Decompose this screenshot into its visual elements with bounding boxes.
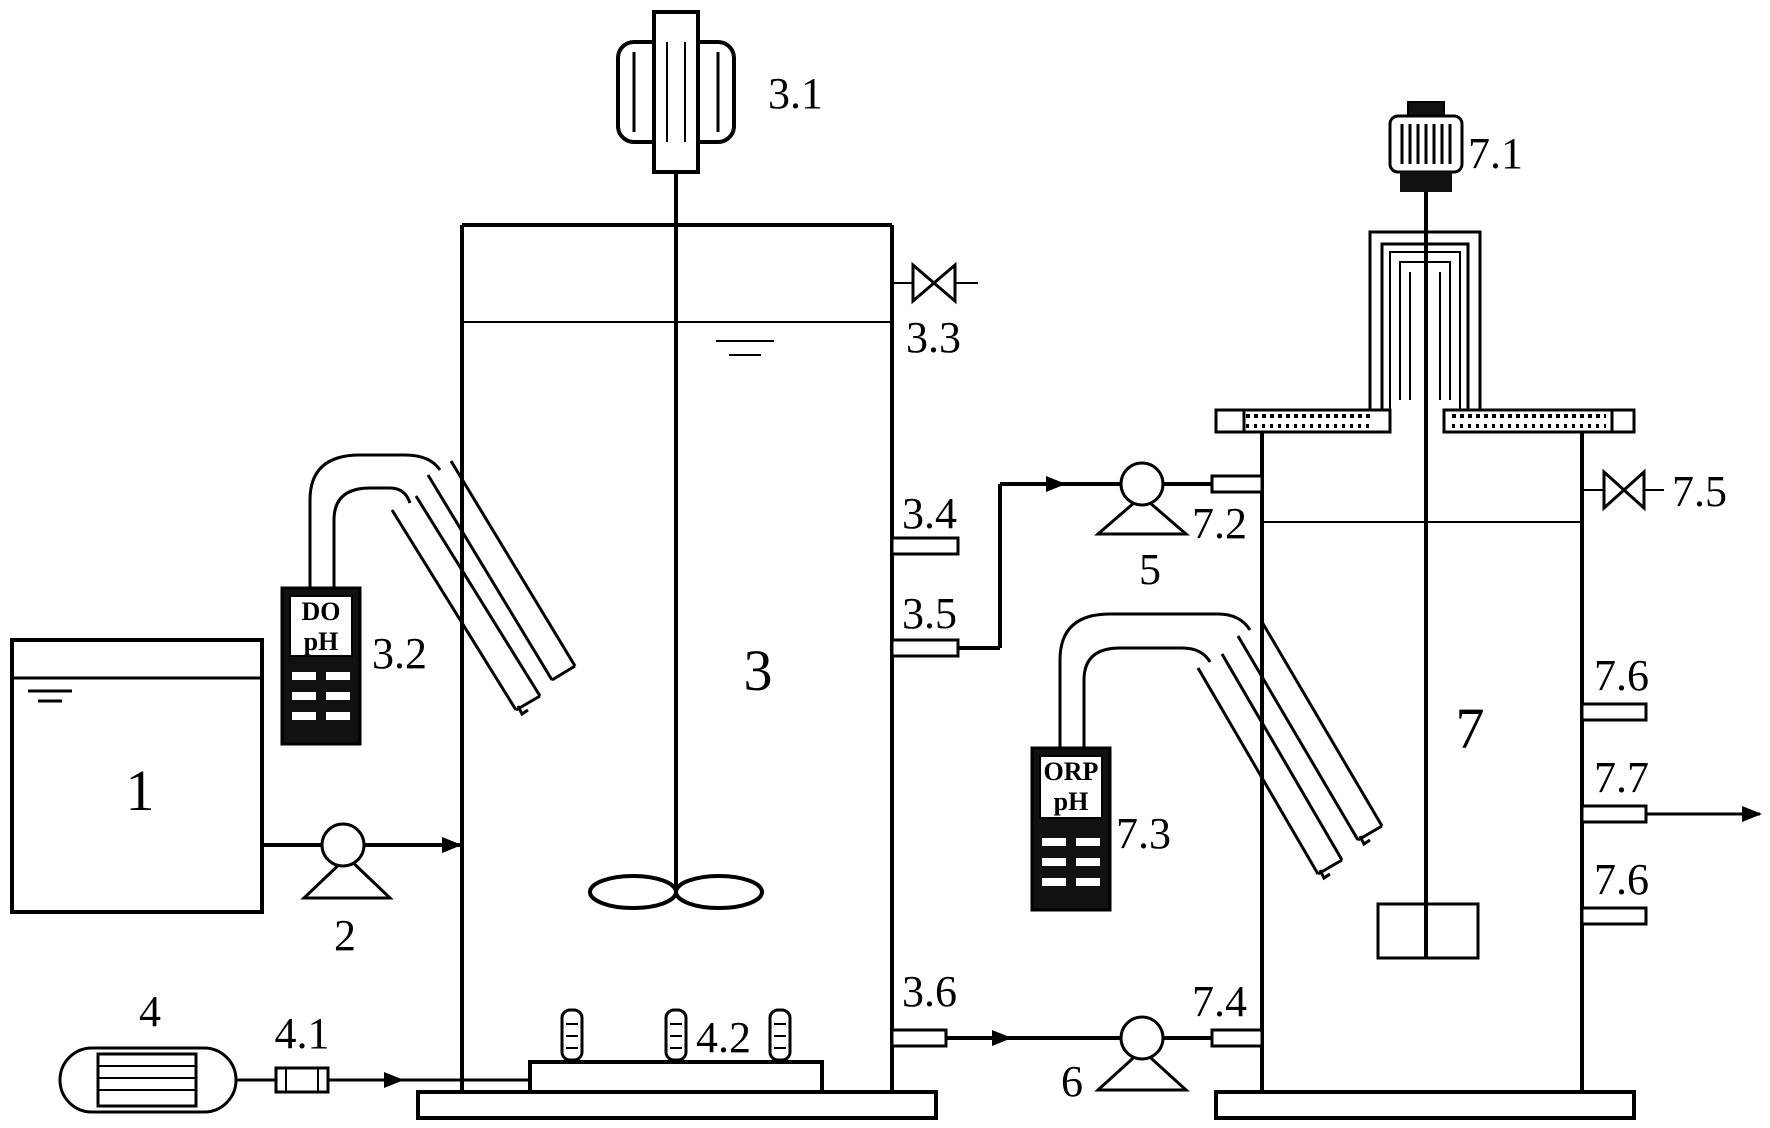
- port-7-7-label: 7.7: [1594, 753, 1649, 802]
- port-3-6: 3.6: [890, 967, 957, 1048]
- port-7-6-lower: 7.6: [1580, 855, 1649, 926]
- ph-meter-line2: pH: [304, 627, 339, 656]
- port-3-4-label: 3.4: [902, 489, 957, 538]
- valve-7-5: 7.5: [1582, 467, 1727, 516]
- inlet-7-4-label: 7.4: [1192, 977, 1247, 1026]
- do-meter-line1: DO: [302, 597, 341, 626]
- pump-2: 2: [300, 822, 394, 960]
- motor-7-1-label: 7.1: [1468, 129, 1523, 178]
- motor-3-1-label: 3.1: [768, 69, 823, 118]
- impeller-3: [588, 874, 764, 910]
- blower-4-label: 4: [139, 987, 161, 1036]
- port-7-7: 7.7: [1580, 753, 1762, 824]
- inlet-7-2: 7.2: [1192, 474, 1264, 548]
- inlet-7-4: 7.4: [1192, 977, 1264, 1048]
- do-ph-meter-3-2: DO pH 3.2: [280, 586, 427, 746]
- pump-2-label: 2: [334, 911, 356, 960]
- inlet-7-2-label: 7.2: [1192, 499, 1247, 548]
- pump-5-label: 5: [1139, 545, 1161, 594]
- orp-meter-line1: ORP: [1044, 757, 1099, 786]
- flowmeter-4-1-label: 4.1: [275, 1009, 330, 1058]
- pump-6-label: 6: [1061, 1057, 1083, 1106]
- reactor-7-label: 7: [1456, 696, 1485, 761]
- port-3-6-label: 3.6: [902, 967, 957, 1016]
- port-3-4: 3.4: [890, 489, 960, 556]
- diffuser-4-2-label: 4.2: [696, 1013, 751, 1062]
- port-7-6-upper: 7.6: [1580, 651, 1649, 722]
- paddle-7: [1376, 902, 1480, 960]
- port-3-5: 3.5: [890, 589, 960, 658]
- reactor-7: 7: [1214, 432, 1636, 1120]
- meter-3-2-label: 3.2: [372, 629, 427, 678]
- reactor-3-label: 3: [744, 638, 773, 703]
- port-7-6-upper-label: 7.6: [1594, 651, 1649, 700]
- orp-ph-meter-7-3: ORP pH 7.3: [1030, 746, 1171, 912]
- stirrer-motor-3-1: 3.1: [616, 10, 823, 174]
- diffuser-4-2: 4.2: [528, 1008, 824, 1094]
- valve-3-3: 3.3: [892, 261, 978, 362]
- orp-ph-probe-cables: [1058, 612, 1252, 748]
- port-3-5-label: 3.5: [902, 589, 957, 638]
- pump-5: 5: [1093, 461, 1191, 594]
- do-ph-probe-cables: [308, 453, 442, 588]
- do-probe: [426, 460, 577, 682]
- valve-3-3-label: 3.3: [906, 313, 961, 362]
- air-blower-4: 4: [58, 987, 238, 1114]
- orp-probe: [1236, 621, 1384, 847]
- valve-7-5-label: 7.5: [1672, 467, 1727, 516]
- transfer-line-upper: [958, 476, 1212, 650]
- meter-7-3-label: 7.3: [1116, 809, 1171, 858]
- ph-probe-7: [1196, 653, 1344, 881]
- ph-probe: [390, 495, 542, 717]
- tank-1-label: 1: [126, 758, 155, 823]
- stirrer-motor-7-1: 7.1: [1388, 101, 1523, 192]
- ph-meter-7-line2: pH: [1054, 787, 1089, 816]
- reactor-7-lid: [1214, 408, 1636, 434]
- feed-tank: 1: [10, 638, 264, 914]
- port-7-6-lower-label: 7.6: [1594, 855, 1649, 904]
- pump-6: 6: [1061, 1015, 1190, 1106]
- flowmeter-4-1: 4.1: [236, 1009, 330, 1094]
